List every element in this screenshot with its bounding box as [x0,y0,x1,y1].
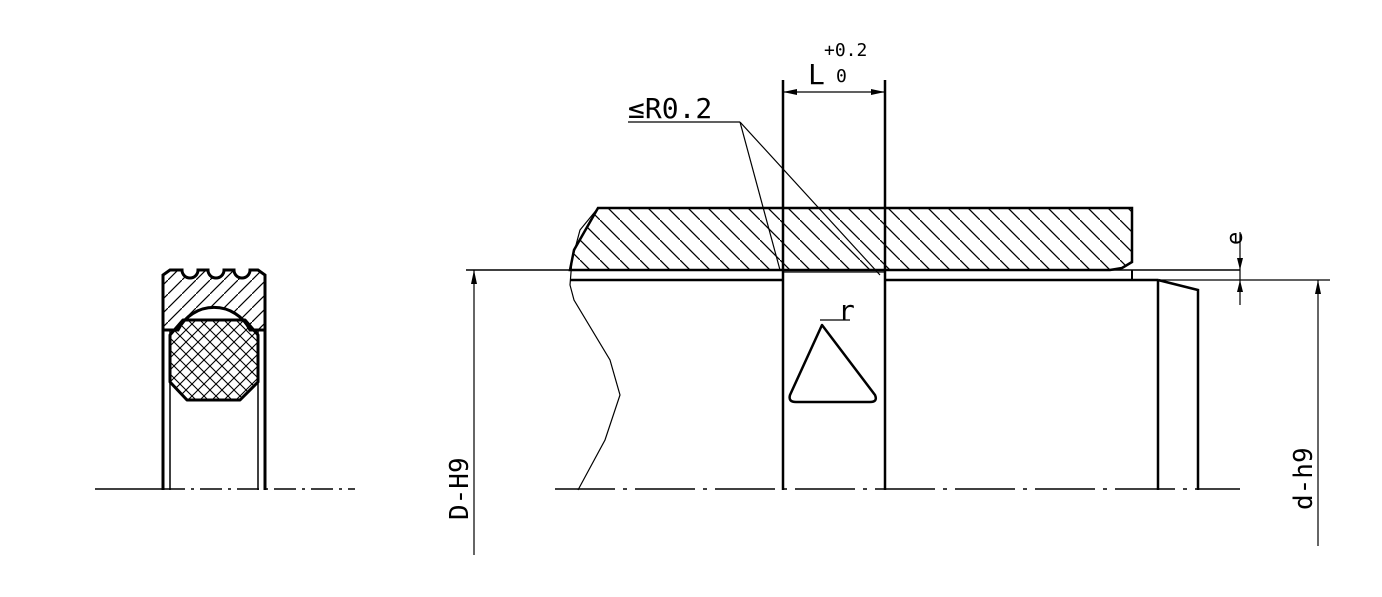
label-chamfer-length: e [1223,232,1248,245]
dim-D-arrow [471,270,477,284]
dim-d-arrow [1315,280,1321,294]
label-corner-radius: ≤R0.2 [628,92,712,125]
label-groove-width: L [808,58,825,91]
label-tolerance-upper: +0.2 [824,40,867,61]
dimensions [471,89,1321,555]
housing-break-line [569,207,621,491]
label-groove-bottom-radius: r [838,294,855,327]
seal-cross-section [95,268,355,490]
dim-e-arrow-top [1237,258,1243,270]
seal-cap-ring [161,268,267,332]
label-rod-diameter: d-h9 [1289,447,1319,510]
housing-section [568,206,1134,272]
labels: +0.2 0 L ≤R0.2 r e D-H9 d-h9 [445,40,1319,520]
radius-leader-2 [739,121,881,276]
dim-L-arrow-left [783,89,797,95]
rod-chamfer [1157,278,1200,490]
groove-seal-profile [788,323,878,404]
radius-leader-1 [739,121,781,271]
seal-o-ring [168,318,260,402]
dim-L-arrow-right [871,89,885,95]
label-bore-diameter: D-H9 [445,457,475,520]
groove-assembly [466,80,1330,491]
dim-e-arrow-bottom [1237,280,1243,292]
label-tolerance-lower: 0 [836,66,847,87]
